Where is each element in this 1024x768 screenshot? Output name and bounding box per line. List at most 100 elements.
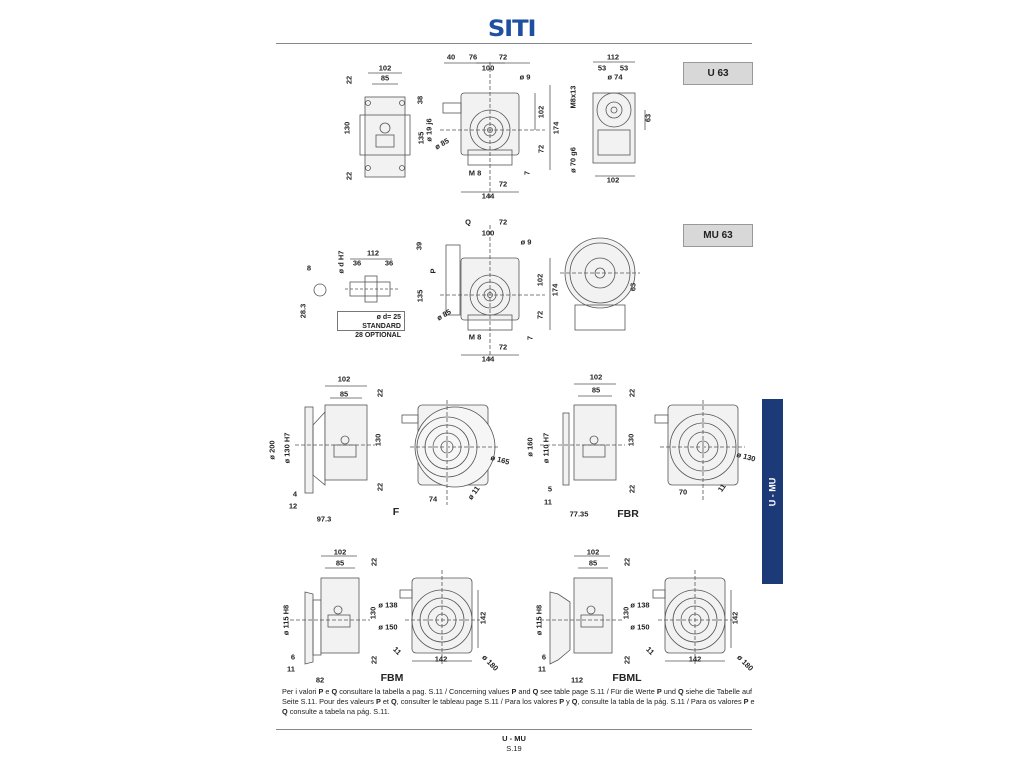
dimension-label-fbr: 11	[544, 497, 552, 507]
fbr-side-view	[540, 383, 625, 486]
option-standard: ø d= 25 STANDARD	[362, 314, 401, 330]
dimension-label-fbml: 142	[688, 654, 702, 664]
dimension-label-u63: 53	[597, 63, 607, 73]
dimension-label-fbml: 85	[588, 558, 598, 568]
section-side-tab[interactable]: U - MU	[762, 399, 783, 584]
dimension-label-mu63: 112	[366, 248, 380, 258]
dimension-label-f: 97.3	[316, 514, 332, 524]
note-text: consulte a tabela na pág. S.11.	[287, 707, 390, 716]
dimension-label-mu63: 39	[414, 241, 424, 251]
mu63-right-view	[560, 237, 640, 331]
dimension-label-fbr: 102	[589, 372, 603, 382]
view-title-fbm: FBM	[380, 671, 404, 684]
dimension-label-u63: 53	[619, 63, 629, 73]
dimension-label-fbml: 112	[570, 675, 584, 685]
note-text: , consulter le tableau page S.11 / Para …	[396, 697, 560, 706]
dimension-label-mu63: 100	[481, 228, 495, 238]
note-p: P	[318, 687, 324, 696]
note-p: P	[656, 687, 662, 696]
mu63-front-view	[440, 225, 551, 360]
note-text: Per i valori	[282, 687, 319, 696]
note-text: and	[516, 687, 533, 696]
dimension-label-u63: 85	[380, 73, 390, 83]
dimension-label-fbr: 22	[627, 388, 637, 398]
dimension-label-mu63: ø 9	[520, 237, 532, 247]
dimension-label-mu63: 72	[498, 217, 508, 227]
dimension-label-fbm: 22	[369, 655, 379, 665]
dimension-label-u63: 72	[536, 144, 546, 154]
dimension-label-fbm: 11	[287, 664, 295, 674]
u63-side-view	[359, 72, 411, 178]
footer-section: U - MU	[502, 734, 526, 743]
dimension-label-fbm: ø 138	[378, 600, 398, 610]
mu63-hollow-shaft-detail	[313, 258, 398, 303]
dimension-label-u63: 102	[378, 63, 392, 73]
fbm-side-view	[290, 555, 370, 665]
dimension-label-u63: 130	[342, 121, 352, 135]
dimension-label-f: ø 130 H7	[282, 432, 292, 464]
note-p: P	[559, 697, 565, 706]
dimension-label-u63: 144	[481, 191, 495, 201]
dimension-label-fbm: 102	[333, 547, 347, 557]
dimension-label-mu63: 36	[384, 258, 394, 268]
dimension-label-fbml: 102	[586, 547, 600, 557]
dimension-label-u63: ø 9	[519, 72, 531, 82]
dimension-label-u63: M8x13	[568, 85, 578, 109]
fbml-front-view	[652, 570, 733, 665]
dimension-label-fbm: ø 150	[378, 622, 398, 632]
fbml-side-view	[540, 555, 622, 665]
dimension-label-u63: ø 74	[607, 72, 623, 82]
dimension-label-u63: 112	[606, 52, 620, 62]
dimension-label-fbml: 22	[622, 655, 632, 665]
dimension-label-fbr: 130	[626, 433, 636, 447]
dimension-label-fbm: 142	[478, 611, 488, 625]
dimension-label-f: 4	[292, 489, 298, 499]
dimension-label-mu63: 102	[535, 273, 545, 287]
dimension-label-fbml: 6	[541, 652, 547, 662]
dimension-label-u63: 100	[481, 63, 495, 73]
note-text: siehe die Tabelle auf Seite S.11. Pour d…	[282, 687, 753, 706]
note-text: see table page S.11 / Für die Werte	[538, 687, 657, 696]
dimension-label-fbm: ø 115 H8	[281, 604, 291, 636]
view-title-f: F	[392, 505, 400, 518]
badge-u63: U 63	[683, 62, 753, 85]
dimension-label-fbml: 130	[621, 606, 631, 620]
dimension-label-u63: 22	[344, 171, 354, 181]
dimension-label-mu63: 135	[415, 289, 425, 303]
dimension-label-u63: ø 19 j6	[424, 118, 434, 142]
dimension-label-fbml: ø 138	[630, 600, 650, 610]
pq-values-note: Per i valori P e Q consultare la tabella…	[282, 687, 758, 717]
f-front-view	[401, 400, 500, 505]
dimension-label-f: 22	[375, 482, 385, 492]
dimension-label-u63: M 8	[468, 168, 482, 178]
dimension-label-fbml: 11	[538, 664, 546, 674]
dimension-label-u63: 102	[606, 175, 620, 185]
dimension-label-fbr: ø 110 H7	[541, 432, 551, 464]
note-p: P	[375, 697, 381, 706]
dimension-label-fbm: 22	[369, 557, 379, 567]
note-text: , consulte la tabla de la pág. S.11 / Pa…	[577, 697, 744, 706]
dimension-label-f: 130	[373, 433, 383, 447]
option-optional: 28 OPTIONAL	[355, 332, 401, 339]
note-q: Q	[532, 687, 539, 696]
dimension-label-f: 102	[337, 374, 351, 384]
note-q: Q	[571, 697, 578, 706]
view-title-fbml: FBML	[612, 671, 642, 684]
dimension-label-mu63: P	[428, 268, 438, 274]
dimension-label-mu63: Q	[465, 217, 471, 227]
u63-right-view	[592, 61, 646, 177]
dimension-label-f: ø 200	[267, 440, 277, 460]
dimension-label-fbr: 85	[591, 385, 601, 395]
dimension-label-fbr: 70	[678, 487, 688, 497]
dimension-label-mu63: 7	[525, 335, 535, 341]
dimension-label-fbm: 142	[434, 654, 448, 664]
dimension-label-fbr: 77.35	[569, 509, 589, 519]
dimension-label-u63: ø 70 g6	[568, 147, 578, 173]
dimension-label-mu63: 8	[306, 263, 312, 273]
dimension-label-u63: 76	[468, 52, 478, 62]
note-p: P	[743, 697, 749, 706]
dimension-label-u63: 22	[344, 75, 354, 85]
dimension-label-fbm: 85	[335, 558, 345, 568]
dimension-label-mu63: 72	[498, 342, 508, 352]
